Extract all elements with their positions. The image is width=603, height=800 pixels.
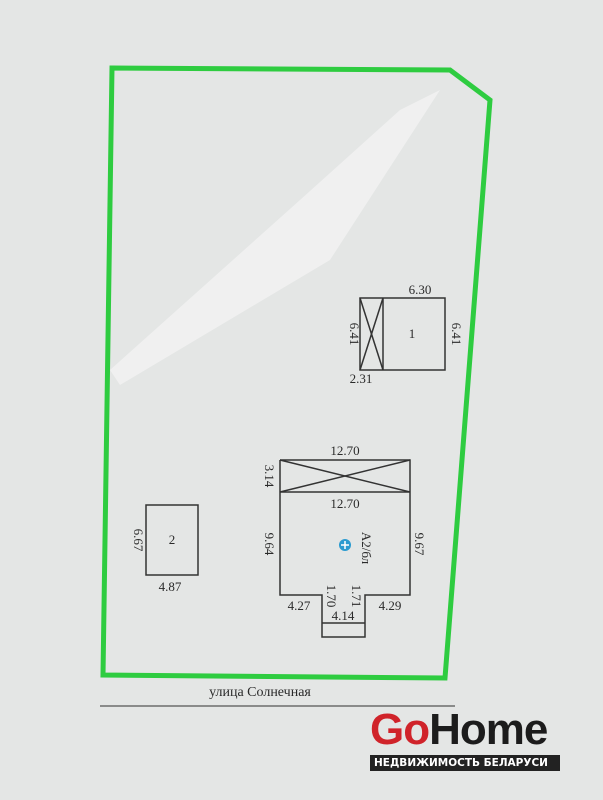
main-house-bottom-left-dim: 4.27	[288, 598, 311, 613]
main-house-bottom-right-dim: 4.29	[379, 598, 402, 613]
building-1-right-dim: 6.41	[449, 323, 464, 346]
building-1-label: 1	[409, 326, 416, 341]
glare	[110, 90, 440, 385]
building-2-bottom-dim: 4.87	[159, 579, 182, 594]
gohome-logo: GoHome НЕДВИЖИМОСТЬ БЕЛАРУСИ	[370, 708, 560, 771]
building-2	[145, 504, 199, 576]
building-1-top-dim: 6.30	[409, 282, 432, 297]
main-house-top-dim: 12.70	[330, 443, 359, 458]
logo-go: Go	[370, 705, 430, 754]
main-house-right-dim: 9.67	[412, 533, 427, 556]
logo-home: Home	[429, 705, 548, 754]
street-name: улица Солнечная	[209, 685, 311, 700]
logo-tagline: НЕДВИЖИМОСТЬ БЕЛАРУСИ	[370, 755, 560, 771]
building-2-label: 2	[169, 532, 176, 547]
building-1-left-dim: 6.41	[347, 323, 362, 346]
main-house-inner-dim: 12.70	[330, 496, 359, 511]
building-1-bottom-dim: 2.31	[350, 371, 373, 386]
building-1	[359, 297, 446, 371]
building-2-left-dim: 6.67	[131, 529, 146, 552]
main-house	[279, 459, 411, 638]
terrace-side-dim: 3.14	[262, 465, 277, 488]
plot-boundary	[100, 65, 493, 681]
main-house-code: А2/бл	[359, 532, 374, 565]
main-house-left-dim: 9.64	[262, 533, 277, 556]
porch-bottom-dim: 4.14	[332, 608, 355, 623]
porch-left-dim: 1.70	[324, 585, 339, 608]
geodetic-point-icon	[339, 539, 351, 551]
porch-right-dim: 1.71	[349, 585, 364, 608]
